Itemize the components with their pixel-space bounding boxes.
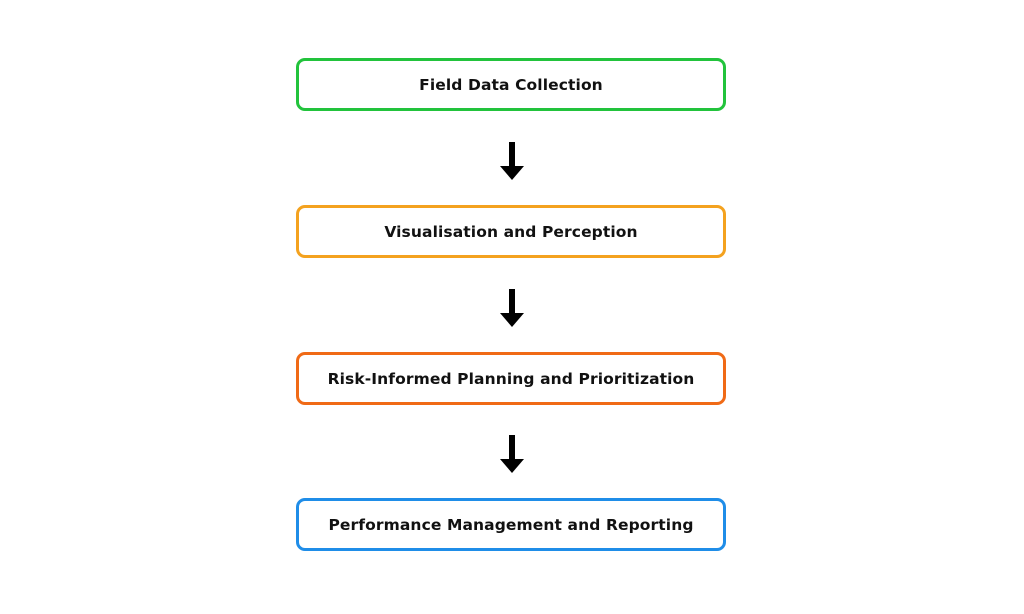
step-label: Risk-Informed Planning and Prioritizatio… bbox=[327, 369, 695, 388]
arrow-down-icon bbox=[500, 289, 524, 327]
step-label: Performance Management and Reporting bbox=[328, 515, 694, 534]
step-performance-management: Performance Management and Reporting bbox=[296, 498, 726, 551]
step-visualisation-and-perception: Visualisation and Perception bbox=[296, 205, 726, 258]
arrow-down-icon bbox=[500, 142, 524, 180]
arrow-down-icon bbox=[500, 435, 524, 473]
step-field-data-collection: Field Data Collection bbox=[296, 58, 726, 111]
step-label: Visualisation and Perception bbox=[384, 222, 638, 241]
step-risk-informed-planning: Risk-Informed Planning and Prioritizatio… bbox=[296, 352, 726, 405]
step-label: Field Data Collection bbox=[419, 75, 603, 94]
